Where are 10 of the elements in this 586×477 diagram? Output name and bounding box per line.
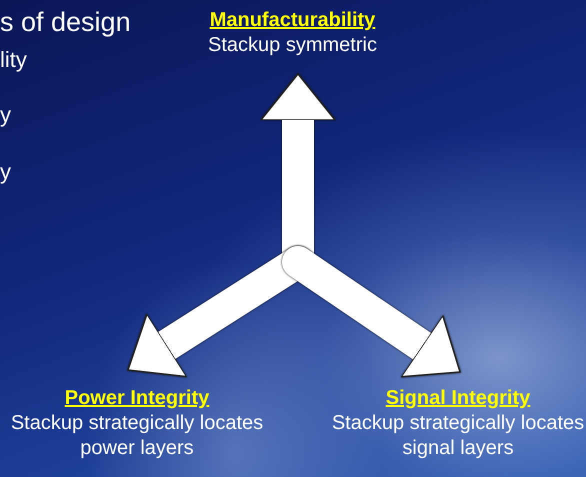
slide-text: y <box>0 158 11 186</box>
description: Stackup strategically locates power layers <box>10 411 264 461</box>
heading: Signal Integrity <box>386 386 530 411</box>
heading: Power Integrity <box>64 386 210 411</box>
description: Stackup strategically locates signal layers <box>330 411 586 461</box>
slide-text: lity <box>0 46 27 74</box>
description: Stackup symmetric <box>208 33 377 58</box>
slide-text: y <box>0 101 11 128</box>
slide-text: s of design <box>0 6 131 39</box>
heading: Manufacturability <box>210 8 376 33</box>
